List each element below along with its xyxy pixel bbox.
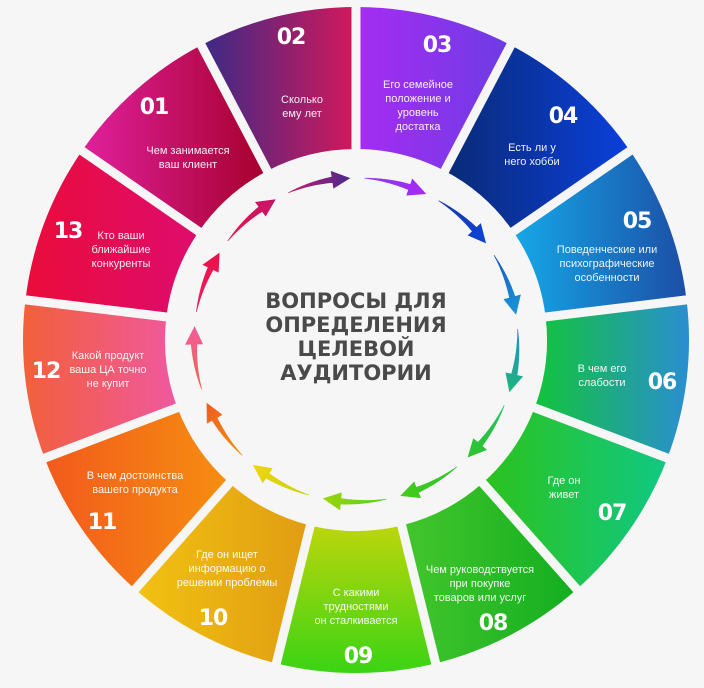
segment-06-number: 06 [647, 370, 678, 395]
segment-10 [135, 482, 311, 664]
segment-11-number: 11 [87, 510, 118, 535]
segment-02 [201, 7, 356, 171]
arrow-icon-09 [322, 492, 387, 511]
cycle-arrows-layer [185, 170, 524, 511]
segment-divider [541, 294, 692, 322]
segments-layer [23, 7, 689, 673]
segment-divider [129, 476, 236, 596]
segment-02-number: 02 [276, 25, 307, 50]
center-title: ВОПРОСЫ ДЛЯ ОПРЕДЕЛЕНИЯ ЦЕЛЕВОЙ АУДИТОРИ… [265, 289, 447, 385]
segment-03-text: Его семейное положение и уровень достатк… [382, 79, 454, 133]
segment-11-text: В чем достоинства вашего продукта [86, 470, 184, 496]
arrow-icon-07 [467, 405, 505, 458]
segment-divider [270, 520, 316, 669]
segment-12-text: Какой продукт ваша ЦА точно не купит [69, 350, 147, 390]
arrow-icon-02 [288, 170, 351, 194]
segment-02-text: Сколько ему лет [281, 94, 323, 120]
segment-06-text: В чем его слабости [577, 363, 627, 389]
segment-08 [401, 482, 577, 664]
segment-03-number: 03 [422, 33, 453, 58]
segment-10-text: Где он ищет информацию о решении проблем… [176, 549, 278, 589]
segment-11 [44, 407, 230, 590]
segment-divider [476, 476, 583, 596]
segment-divider [396, 520, 442, 669]
segment-gaps-layer [20, 3, 692, 669]
segment-07 [482, 407, 668, 590]
segment-09-number: 09 [343, 644, 374, 669]
arrow-icon-05 [493, 254, 521, 315]
segment-13-text: Кто ваши ближайшие конкуренты [91, 230, 151, 270]
segment-08-number: 08 [478, 611, 509, 636]
arrow-icon-04 [438, 200, 487, 244]
segment-13-number: 13 [53, 219, 84, 244]
segment-01-text: Чем занимается ваш клиент [146, 145, 230, 171]
segment-divider [20, 294, 171, 322]
segment-07-text: Где он живет [547, 475, 581, 501]
segment-09 [276, 525, 436, 673]
segment-07-number: 07 [597, 501, 628, 526]
arrow-icon-13 [196, 252, 220, 313]
segment-04-text: Есть ли у него хобби [504, 142, 560, 168]
segment-divider [507, 144, 636, 238]
segment-05-text: Поведенческие или психографические особе… [556, 244, 658, 284]
arrow-icon-10 [252, 464, 310, 496]
segment-09-text: С какими трудностями он сталкивается [314, 587, 398, 627]
segment-divider [195, 39, 274, 177]
segment-01-number: 01 [139, 95, 170, 120]
segment-08-text: Чем руководствуется при покупке товаров … [425, 564, 535, 604]
segment-10-number: 10 [198, 606, 229, 631]
segment-divider [529, 402, 673, 464]
segment-divider [39, 402, 183, 464]
segment-divider [438, 39, 517, 177]
segment-05-number: 05 [622, 209, 653, 234]
segment-12-number: 12 [31, 359, 62, 384]
arrow-icon-12 [185, 326, 204, 390]
segment-04-number: 04 [548, 104, 579, 129]
segment-03 [356, 7, 511, 171]
segment-13 [25, 150, 199, 317]
arrow-icon-01 [227, 199, 276, 242]
segment-05 [513, 150, 687, 317]
arrow-icon-08 [400, 466, 458, 499]
segment-divider [76, 144, 205, 238]
arrow-icon-11 [206, 402, 243, 456]
arrow-icon-06 [505, 328, 524, 393]
arrow-icon-03 [364, 177, 427, 196]
